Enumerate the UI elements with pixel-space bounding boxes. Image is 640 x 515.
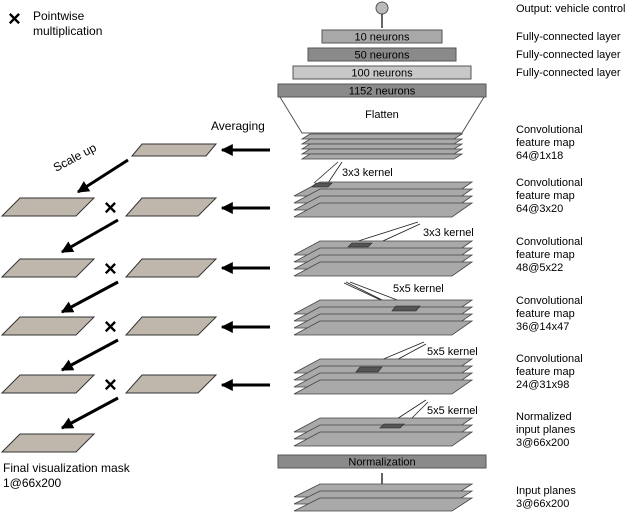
flatten-label: Flatten [365, 109, 399, 121]
conv5-label-2: feature map [516, 137, 575, 149]
normalization-label: Normalization [348, 457, 415, 469]
input-planes-label-2: 3@66x200 [516, 498, 569, 510]
fc-layer-100 [292, 65, 472, 80]
kernel3-patch [391, 305, 421, 312]
conv3-label-2: feature map [516, 249, 575, 261]
conv5-label-3: 64@1x18 [516, 150, 563, 162]
fc2-label: Fully-connected layer [516, 49, 621, 61]
final-mask-label-line2: 1@66x200 [3, 476, 62, 490]
norm-planes-label-3: 3@66x200 [516, 437, 569, 449]
multiply-icon-2: × [104, 256, 117, 281]
conv2-feature-map [293, 299, 474, 336]
conv3-feature-map [293, 240, 474, 277]
input-planes-label-1: Input planes [516, 485, 576, 497]
output-label: Output: vehicle control [516, 3, 625, 15]
input-planes [293, 483, 474, 512]
left-arrows [220, 144, 270, 391]
conv1-feature-map [293, 358, 474, 395]
kernel2-patch [347, 242, 373, 248]
legend-multiply-icon: × [8, 6, 21, 31]
fc-layer-100-label: 100 neurons [351, 68, 413, 80]
fc-layer-10-label: 10 neurons [354, 32, 410, 44]
kernel4-label: 5x5 kernel [427, 346, 478, 358]
multiply-icon-1: × [104, 195, 117, 220]
conv4-label-2: feature map [516, 190, 575, 202]
conv3-label-1: Convolutional [516, 236, 583, 248]
kernel5-patch [379, 423, 405, 429]
kernel5-label: 5x5 kernel [427, 405, 478, 417]
legend-label-line1: Pointwise [33, 9, 85, 23]
kernel1-patch [311, 182, 333, 188]
kernel2-label: 3x3 kernel [423, 227, 474, 239]
final-mask-label-line1: Final visualization mask [3, 461, 131, 475]
scale-up-arrows [60, 158, 129, 430]
kernel1-label: 3x3 kernel [342, 167, 393, 179]
kernel4-patch [355, 366, 383, 373]
conv4-feature-map [293, 181, 474, 218]
norm-planes-label-1: Normalized [516, 411, 572, 423]
averaging-label: Averaging [211, 119, 265, 133]
conv2-label-3: 36@14x47 [516, 321, 569, 333]
fc-layer-50 [307, 47, 457, 62]
kernel3-label: 5x5 kernel [393, 283, 444, 295]
norm-planes-label-2: input planes [516, 424, 576, 436]
conv5-feature-map [300, 133, 464, 160]
fc-layer-1152-label: 1152 neurons [349, 86, 416, 98]
scale-up-label: Scale up [51, 140, 99, 174]
flatten-trapezoid [279, 96, 485, 134]
conv1-label-2: feature map [516, 366, 575, 378]
conv2-label-2: feature map [516, 308, 575, 320]
conv5-label-1: Convolutional [516, 124, 583, 136]
conv2-label-1: Convolutional [516, 295, 583, 307]
averaged-maps [124, 143, 218, 394]
multiply-icon-4: × [104, 372, 117, 397]
conv4-label-1: Convolutional [516, 177, 583, 189]
right-labels: Output: vehicle control Fully-connected … [516, 3, 625, 510]
legend-label-line2: multiplication [33, 24, 102, 38]
conv3-label-3: 48@5x22 [516, 262, 563, 274]
fc-layer-10 [321, 29, 443, 44]
conv1-label-1: Convolutional [516, 353, 583, 365]
fc3-label: Fully-connected layer [516, 67, 621, 79]
multiply-icon-3: × [104, 314, 117, 339]
normalized-input-planes [293, 417, 474, 447]
normalization-layer [277, 454, 487, 469]
output-node [375, 1, 389, 15]
conv4-label-3: 64@3x20 [516, 203, 563, 215]
conv1-label-3: 24@31x98 [516, 379, 569, 391]
scaled-maps [0, 197, 96, 453]
fc1-label: Fully-connected layer [516, 31, 621, 43]
fc-layer-50-label: 50 neurons [354, 50, 410, 62]
